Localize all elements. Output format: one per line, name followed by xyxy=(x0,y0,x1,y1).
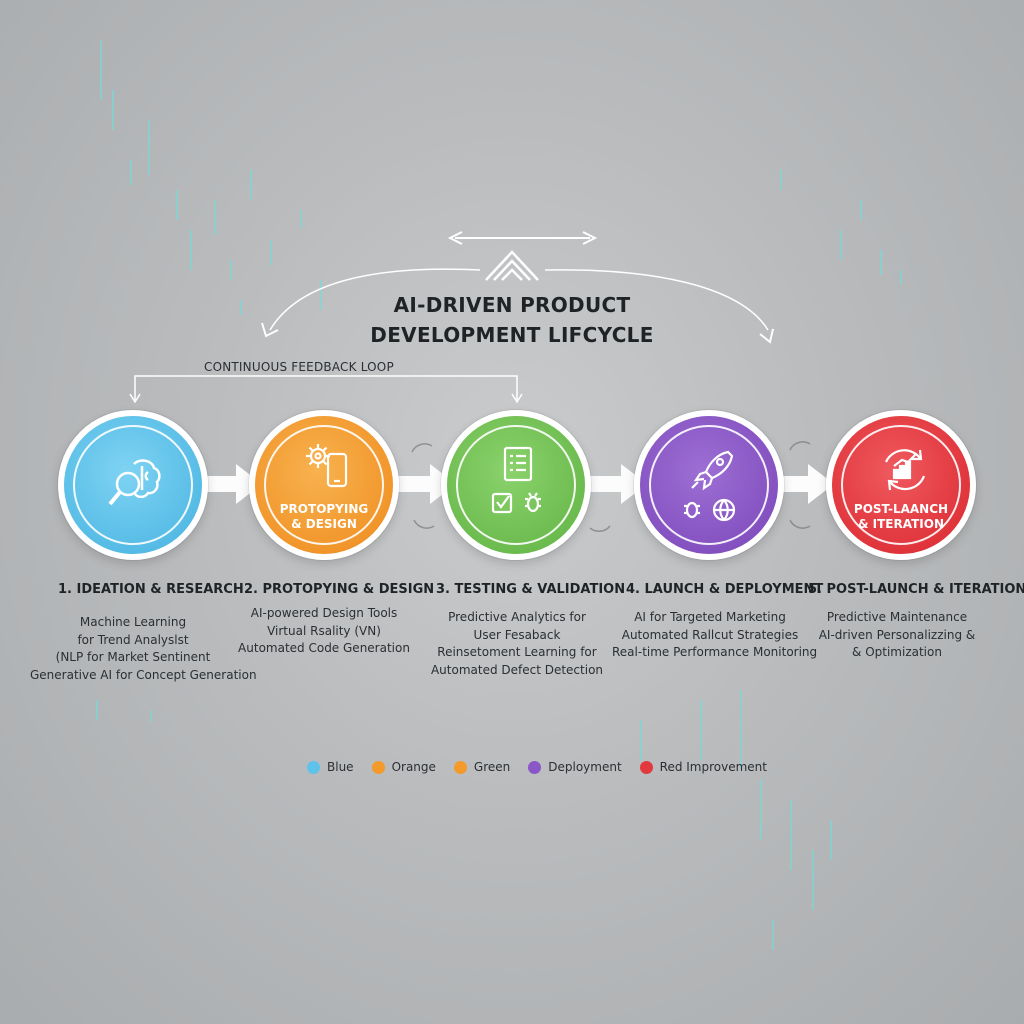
flow-arrow-4 xyxy=(772,464,834,504)
flow-arrow-1 xyxy=(200,464,262,504)
legend: Blue Orange Green Deployment Red Improve… xyxy=(307,760,785,774)
stage-title-1: 1. IDEATION & RESEARCH xyxy=(58,582,244,597)
description-line: Automated Code Generation xyxy=(238,641,410,655)
stage-title-5: 5. POST-LAUNCH & ITERATION xyxy=(808,582,1024,597)
description-line: Generative AI for Concept Generation xyxy=(30,667,257,682)
description-line: & Optimization xyxy=(852,645,942,659)
stage-circle-testing xyxy=(441,410,591,560)
feedback-loop-bracket xyxy=(129,375,523,404)
inner-label-line-1: POST-LAANCH xyxy=(853,502,949,516)
legend-item-deployment: Deployment xyxy=(528,760,622,774)
stage-circle-launch xyxy=(634,410,784,560)
growth-chart-icon xyxy=(884,449,926,491)
legend-item-orange: Orange xyxy=(371,760,436,774)
legend-item-green: Green xyxy=(453,760,511,774)
legend-label: Orange xyxy=(391,760,436,774)
legend-label: Green xyxy=(473,760,511,774)
flow-arrow-2 xyxy=(394,464,456,504)
stage-description-5: Predictive Maintenance AI-driven Persona… xyxy=(808,609,986,662)
legend-dot xyxy=(371,760,385,774)
description-line: AI-powered Design Tools xyxy=(250,606,398,620)
diagram-title: AI-DRIVEN PRODUCT DEVELOPMENT LIFCYCLE xyxy=(312,290,712,350)
stage-description-1: Machine Learning for Trend Analyslst (NL… xyxy=(30,614,257,684)
prototyping-inner-label: PROTOPYING & DESIGN xyxy=(255,502,393,532)
legend-dot xyxy=(639,760,653,774)
description-line: AI for Targeted Marketing xyxy=(634,610,786,624)
title-line-1: AI-DRIVEN PRODUCT xyxy=(393,293,631,317)
stage-title-4: 4. LAUNCH & DEPLOYMENT xyxy=(626,582,824,597)
description-line: User Fesaback xyxy=(473,627,561,642)
flow-arrow-3 xyxy=(585,464,647,504)
right-arc xyxy=(544,269,769,331)
stage-title-3: 3. TESTING & VALIDATION xyxy=(436,582,626,597)
description-line: Automated Rallcut Strategies xyxy=(621,627,799,642)
description-line: Real-time Performance Monitoring xyxy=(612,645,818,659)
description-line: Predictive Maintenance xyxy=(826,610,968,624)
description-line: Virtual Rsality (VN) xyxy=(267,623,381,638)
legend-label: Red Improvement xyxy=(659,760,767,774)
legend-label: Blue xyxy=(327,760,354,774)
description-line: Automated Defect Detection xyxy=(430,662,604,677)
description-line: AI-driven Personalizzing & xyxy=(818,627,976,642)
left-arc xyxy=(269,268,481,331)
stage-description-2: AI-powered Design Tools Virtual Rsality … xyxy=(230,605,418,658)
stage-description-3: Predictive Analytics for User Fesaback R… xyxy=(422,609,612,679)
legend-dot xyxy=(453,760,467,774)
post-launch-inner-label: POST-LAANCH & ITERATION xyxy=(832,502,970,532)
stage-description-4: AI for Targeted Marketing Automated Rall… xyxy=(612,609,818,662)
stage-circle-post-launch: POST-LAANCH & ITERATION xyxy=(826,410,976,560)
rocket-globe-icon xyxy=(684,450,736,522)
legend-item-blue: Blue xyxy=(307,760,354,774)
stage-circle-prototyping: PROTOPYING & DESIGN xyxy=(249,410,399,560)
legend-label: Deployment xyxy=(548,760,622,774)
inner-label-line-2: & ITERATION xyxy=(858,517,944,531)
description-line: (NLP for Market Sentinent xyxy=(55,650,211,664)
legend-dot xyxy=(307,760,320,774)
title-line-2: DEVELOPMENT LIFCYCLE xyxy=(370,323,654,347)
description-line: Machine Learning xyxy=(79,615,187,629)
magnifier-brain-icon xyxy=(108,459,161,506)
checklist-bug-icon xyxy=(491,446,541,514)
description-line: Reinsetoment Learning for xyxy=(437,645,597,659)
logo-chevron-icon xyxy=(485,250,539,281)
legend-dot xyxy=(528,760,542,774)
description-line: for Trend Analyslst xyxy=(77,632,189,647)
stage-title-2: 2. PROTOPYING & DESIGN xyxy=(244,582,435,597)
stage-circle-ideation xyxy=(58,410,208,560)
inner-label-line-2: & DESIGN xyxy=(291,517,357,531)
gear-phone-icon xyxy=(306,444,348,488)
top-double-arrow xyxy=(447,231,598,245)
feedback-loop-label: CONTINUOUS FEEDBACK LOOP xyxy=(204,360,394,374)
inner-label-line-1: PROTOPYING xyxy=(279,502,369,516)
legend-item-red: Red Improvement xyxy=(639,760,767,774)
description-line: Predictive Analytics for xyxy=(448,610,586,624)
